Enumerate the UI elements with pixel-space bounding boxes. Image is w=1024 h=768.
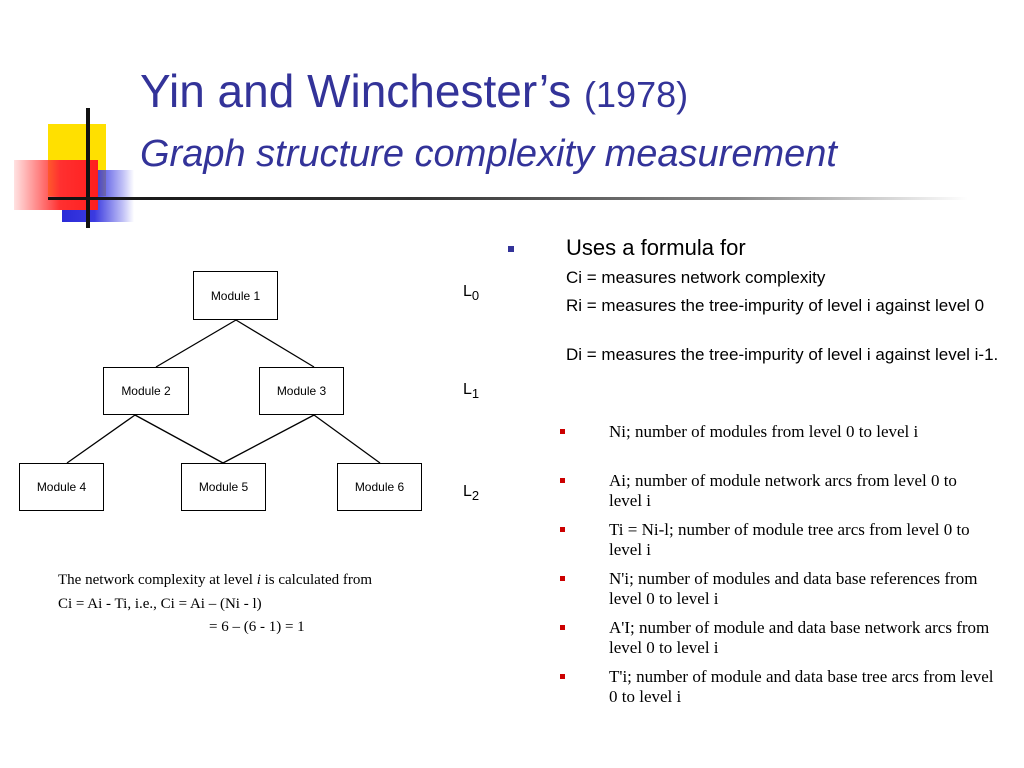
list-item-text: Ti = Ni-l; number of module tree arcs fr… [609, 520, 970, 559]
level-label-1: L1 [463, 381, 480, 401]
module-2-box: Module 2 [103, 367, 189, 415]
definition-ri: Ri = measures the tree-impurity of level… [566, 296, 985, 315]
list-item-text: N'i; number of modules and data base ref… [609, 569, 978, 608]
edge-m1-m2 [155, 319, 237, 368]
edge-m1-m3 [235, 319, 315, 368]
module-3-box: Module 3 [259, 367, 344, 415]
module-5-box: Module 5 [181, 463, 266, 511]
list-item-text: T'i; number of module and data base tree… [609, 667, 994, 706]
bullet-square-icon [560, 674, 565, 679]
title-main: Yin and Winchester’s [140, 65, 572, 117]
page-subtitle: Graph structure complexity measurement [140, 133, 837, 175]
list-item-text: A'I; number of module and data base netw… [609, 618, 990, 657]
bullet-square-icon [560, 576, 565, 581]
list-item-text: Ni; number of modules from level 0 to le… [609, 422, 919, 441]
bullet-square-icon [560, 625, 565, 630]
decor-vertical-line [86, 108, 90, 228]
level-label-2: L2 [463, 483, 480, 503]
edge-m3-m6 [313, 414, 381, 464]
edge-m2-m5 [134, 414, 224, 464]
main-bullet-text: Uses a formula for [566, 235, 746, 260]
module-4-box: Module 4 [19, 463, 104, 511]
module-1-box: Module 1 [193, 271, 278, 320]
edge-m3-m5 [222, 414, 315, 464]
definition-di: Di = measures the tree-impurity of level… [566, 345, 999, 364]
bullet-square-icon [560, 527, 565, 532]
calc-line-1: The network complexity at level i is cal… [58, 572, 373, 588]
page-title: Yin and Winchester’s (1978) [140, 66, 688, 117]
bullet-square-icon [560, 429, 565, 434]
decor-red-bar [14, 160, 98, 210]
calc-line-3: = 6 – (6 - 1) = 1 [209, 619, 305, 635]
list-item-text: Ai; number of module network arcs from l… [609, 471, 957, 510]
module-6-box: Module 6 [337, 463, 422, 511]
decor-horizontal-rule [48, 197, 968, 200]
calc-line-2: Ci = Ai - Ti, i.e., Ci = Ai – (Ni - l) [58, 596, 262, 612]
bullet-square-icon [508, 246, 514, 252]
bullet-square-icon [560, 478, 565, 483]
edge-m2-m4 [66, 414, 136, 464]
definition-ci: Ci = measures network complexity [566, 268, 826, 287]
title-year: (1978) [584, 74, 689, 115]
level-label-0: L0 [463, 283, 480, 303]
